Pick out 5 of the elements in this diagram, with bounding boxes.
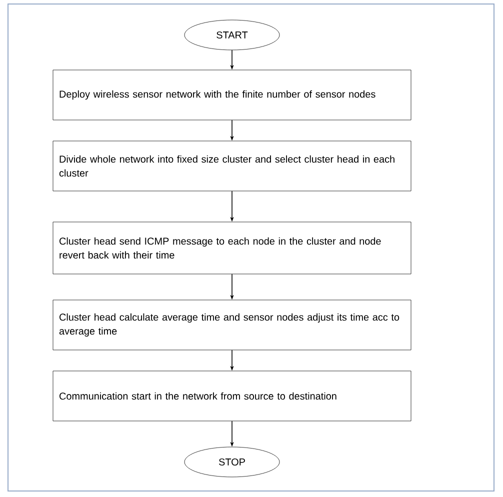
process-box: Cluster head send ICMP message to each node in the cluster and node revert back with their time [52,222,412,274]
process-box: Divide whole network into fixed size cluster and select cluster head in each cluster [52,140,412,192]
process-box: Cluster head calculate average time and sensor nodes adjust its time acc to average time [52,300,412,350]
process-box: Deploy wireless sensor network with the finite number of sensor nodes [52,70,412,120]
process-box: Communication start in the network from source to destination [52,370,412,422]
